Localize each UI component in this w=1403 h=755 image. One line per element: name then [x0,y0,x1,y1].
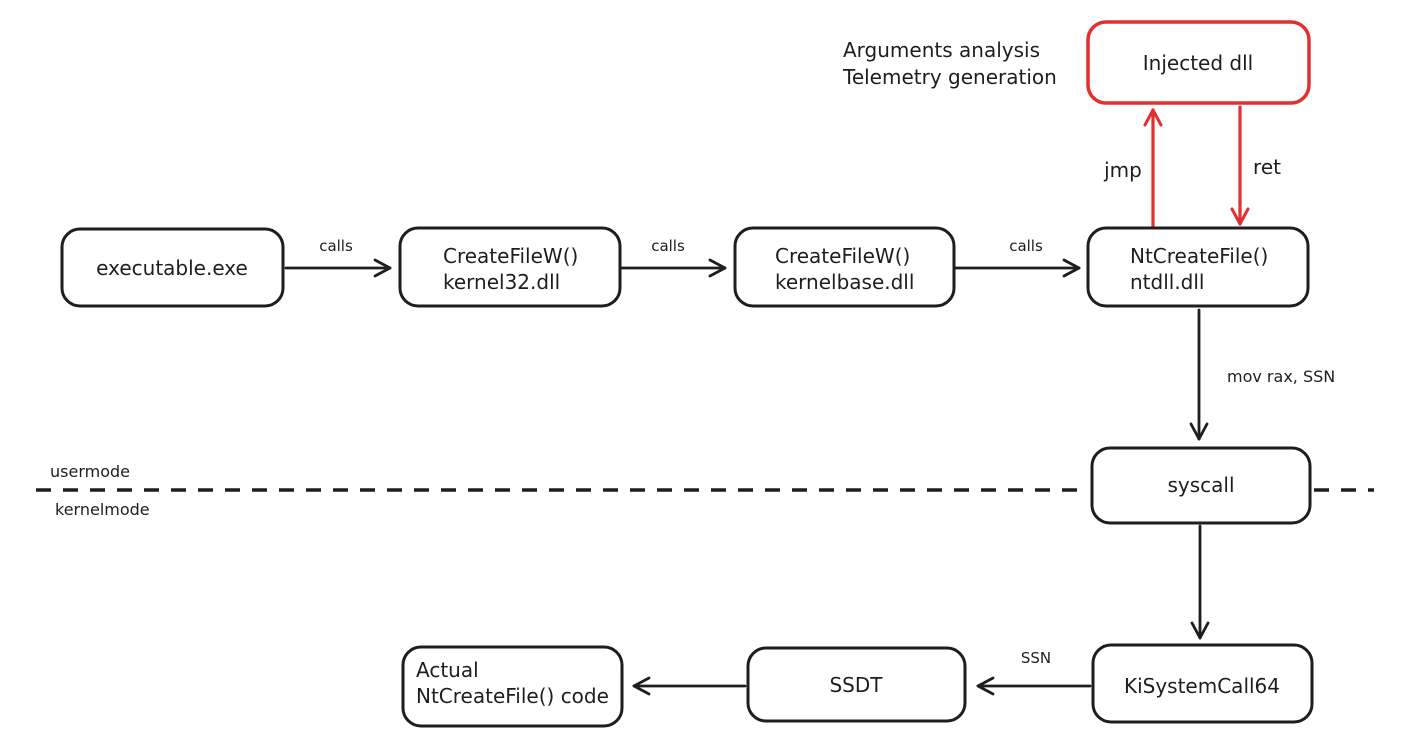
node-injected-dll: Injected dll [1086,20,1311,105]
node-createfilew-kernel32-line1: CreateFileW() [443,244,578,268]
node-actual-ntcreatefile-line1: Actual [416,658,479,682]
edge-label-calls-3: calls [1009,237,1043,255]
kernelmode-label: kernelmode [55,500,150,519]
node-kisystemcall64-label: KiSystemCall64 [1124,674,1280,698]
node-actual-ntcreatefile: Actual NtCreateFile() code [401,645,624,728]
edge-label-jmp: jmp [1103,158,1142,182]
node-executable-exe: executable.exe [60,227,285,308]
node-createfilew-kernelbase-line2: kernelbase.dll [775,270,914,294]
node-syscall: syscall [1090,446,1312,525]
node-createfilew-kernelbase-line1: CreateFileW() [775,244,910,268]
annotation-line-2: Telemetry generation [842,65,1057,89]
node-createfilew-kernel32-line2: kernel32.dll [443,270,560,294]
node-injected-dll-label: Injected dll [1143,51,1253,75]
node-createfilew-kernel32: CreateFileW() kernel32.dll [398,226,622,308]
node-syscall-label: syscall [1167,473,1234,497]
edge-label-ssn: SSN [1021,649,1051,667]
node-executable-exe-label: executable.exe [96,256,248,280]
node-kisystemcall64: KiSystemCall64 [1091,643,1314,724]
node-actual-ntcreatefile-line2: NtCreateFile() code [416,684,609,708]
annotation-line-1: Arguments analysis [843,38,1040,62]
node-ntcreatefile-ntdll-line1: NtCreateFile() [1130,244,1268,268]
edge-label-calls-2: calls [651,237,685,255]
node-ntcreatefile-ntdll: NtCreateFile() ntdll.dll [1086,226,1310,308]
usermode-label: usermode [50,462,130,481]
edge-label-mov-rax-ssn: mov rax, SSN [1227,367,1335,386]
edge-label-ret: ret [1253,155,1281,179]
edge-label-calls-1: calls [319,237,353,255]
node-ssdt: SSDT [746,646,967,723]
node-ntcreatefile-ntdll-line2: ntdll.dll [1130,270,1205,294]
node-ssdt-label: SSDT [829,673,883,697]
node-createfilew-kernelbase: CreateFileW() kernelbase.dll [733,226,956,308]
